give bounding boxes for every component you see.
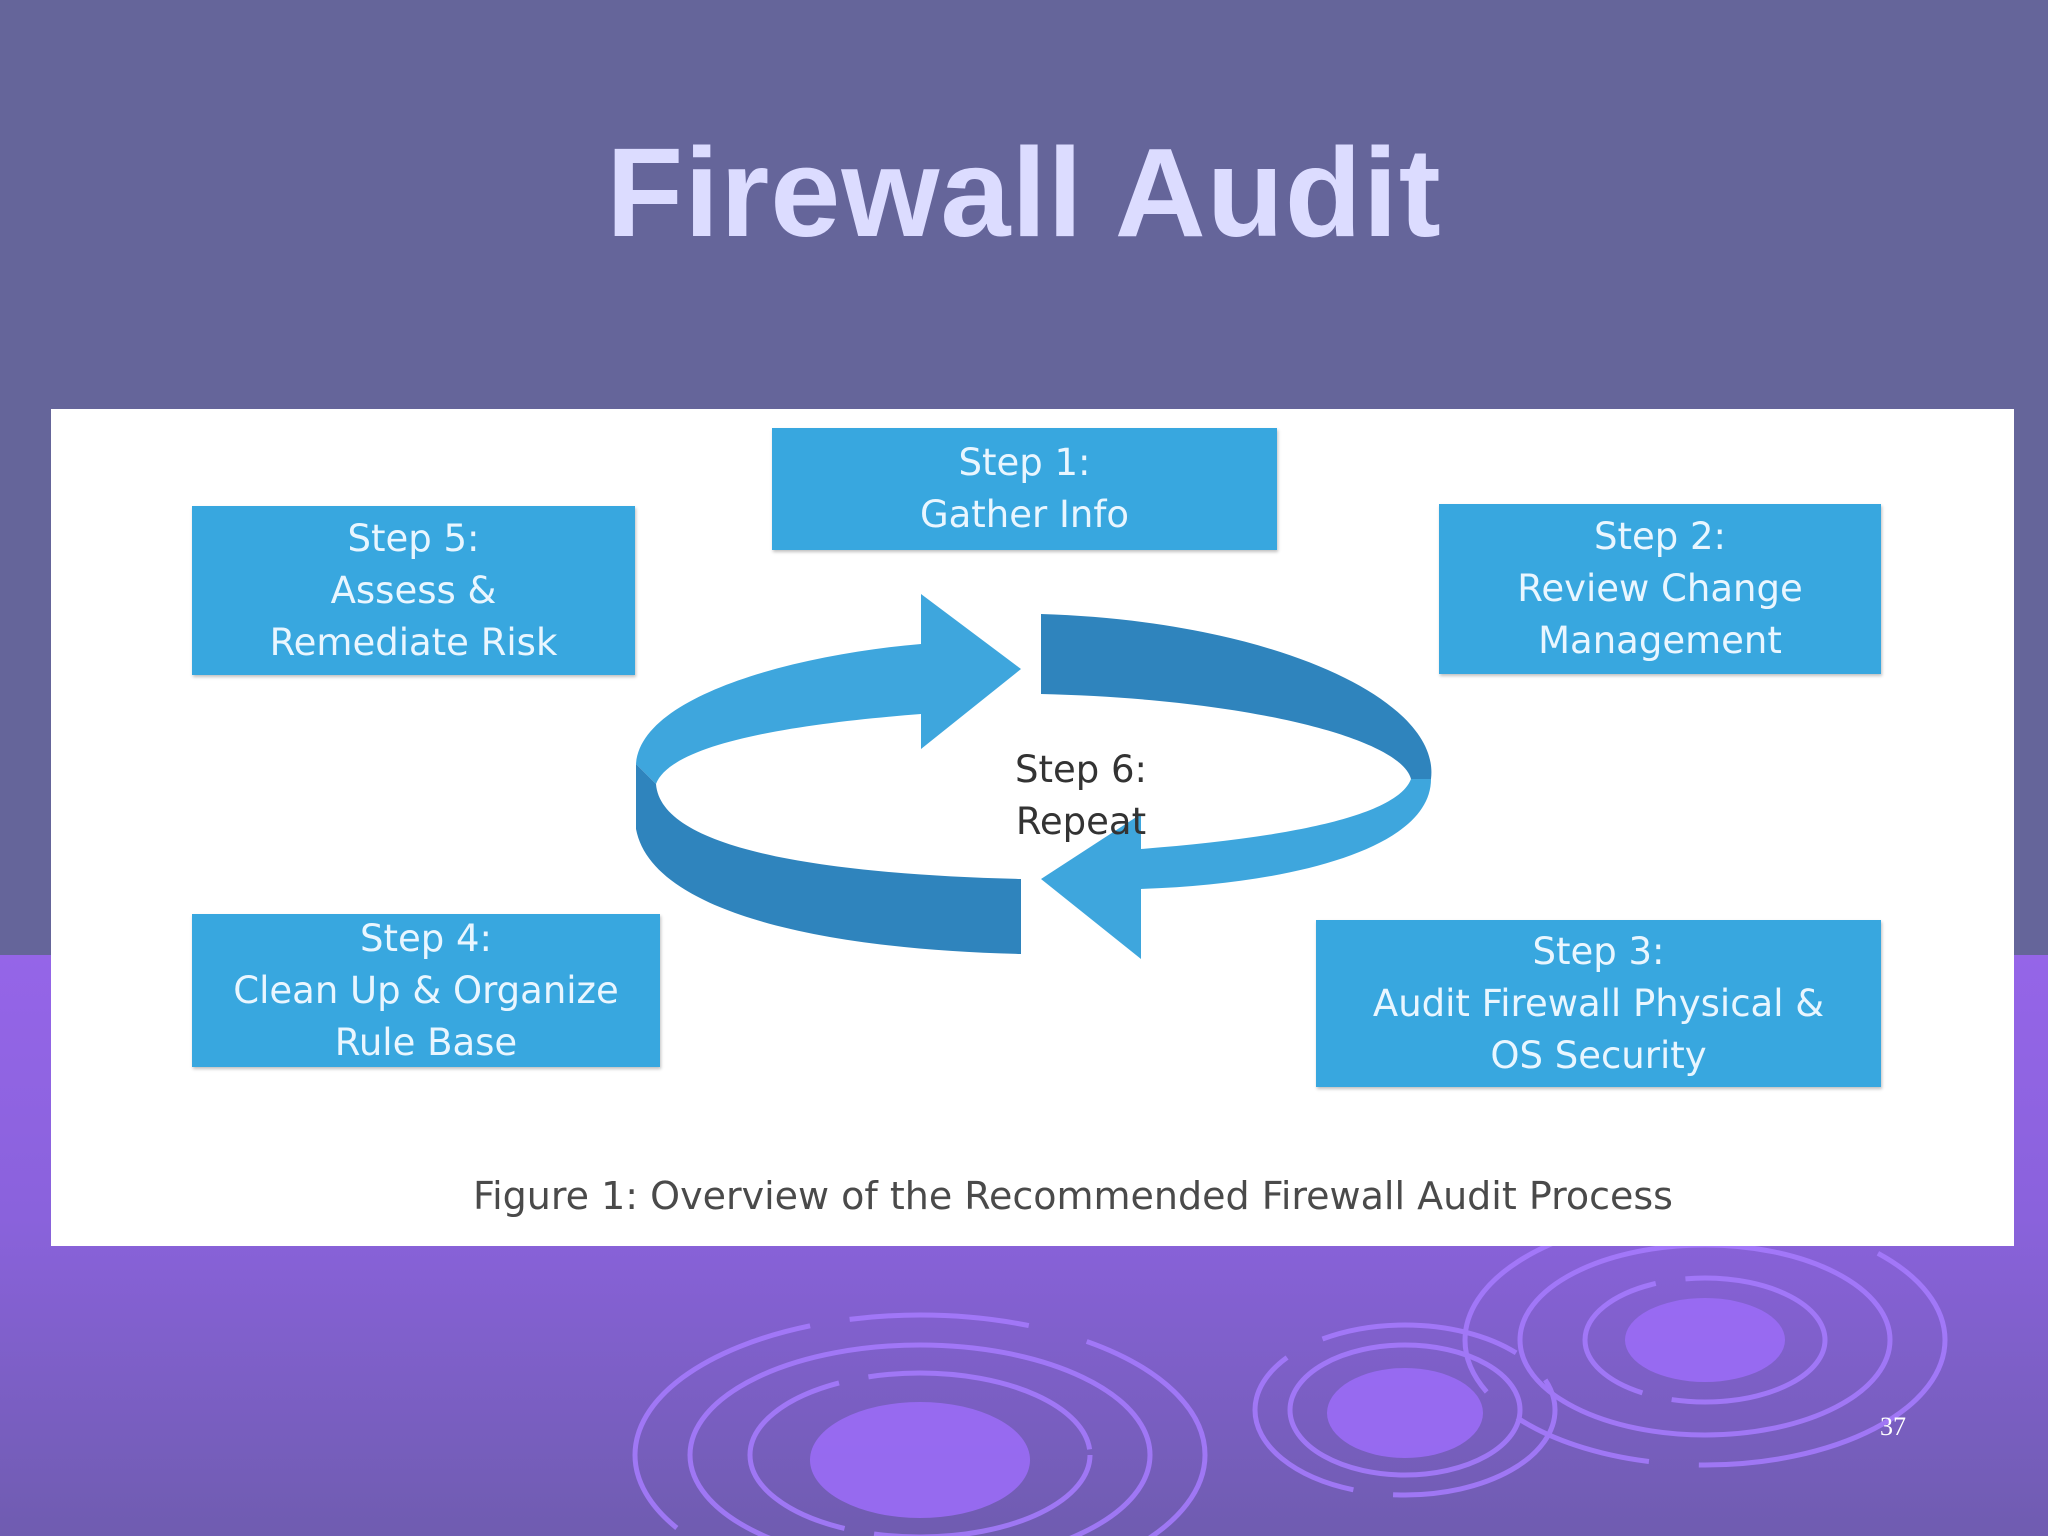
arrow-to-step6: [1041, 779, 1431, 959]
page-number: 37: [1880, 1412, 1906, 1441]
step-3-heading: Step 3:: [1532, 929, 1665, 973]
step-5-label-line1: Assess &: [330, 568, 497, 612]
step-3-box: Step 3: Audit Firewall Physical & OS Sec…: [1316, 920, 1881, 1087]
step-2-box: Step 2: Review Change Management: [1439, 504, 1881, 674]
step-1-heading: Step 1:: [958, 441, 1091, 484]
step-3-label-line2: OS Security: [1490, 1033, 1707, 1077]
step-3-label-line1: Audit Firewall Physical &: [1372, 981, 1825, 1025]
arrow-to-step1: [636, 594, 1021, 784]
step-4-label-line1: Clean Up & Organize: [233, 968, 619, 1012]
figure-caption: Figure 1: Overview of the Recommended Fi…: [473, 1174, 1673, 1218]
slide-title: Firewall Audit: [606, 122, 1442, 263]
step-4-label-line2: Rule Base: [334, 1020, 518, 1064]
step-2-label-line1: Review Change: [1517, 567, 1803, 610]
cycle-band-left: [636, 764, 1021, 954]
step-5-heading: Step 5:: [347, 516, 480, 560]
step-2-label-line2: Management: [1538, 619, 1782, 662]
cycle-arrows: [636, 594, 1432, 959]
audit-process-figure: Step 1: Gather Info Step 2: Review Chang…: [51, 409, 2014, 1246]
cycle-band-right: [1041, 614, 1432, 779]
step-2-heading: Step 2:: [1593, 515, 1726, 558]
step-1-box: Step 1: Gather Info: [772, 428, 1277, 550]
step-4-heading: Step 4:: [359, 916, 492, 960]
step-4-box: Step 4: Clean Up & Organize Rule Base: [192, 914, 660, 1067]
step-6-label: Step 6: Repeat: [941, 744, 1221, 848]
step-1-label: Gather Info: [919, 493, 1130, 536]
step-5-label-line2: Remediate Risk: [269, 620, 558, 664]
step-6-text: Repeat: [1015, 800, 1147, 843]
step-5-box: Step 5: Assess & Remediate Risk: [192, 506, 635, 675]
step-6-heading: Step 6:: [1014, 748, 1147, 791]
